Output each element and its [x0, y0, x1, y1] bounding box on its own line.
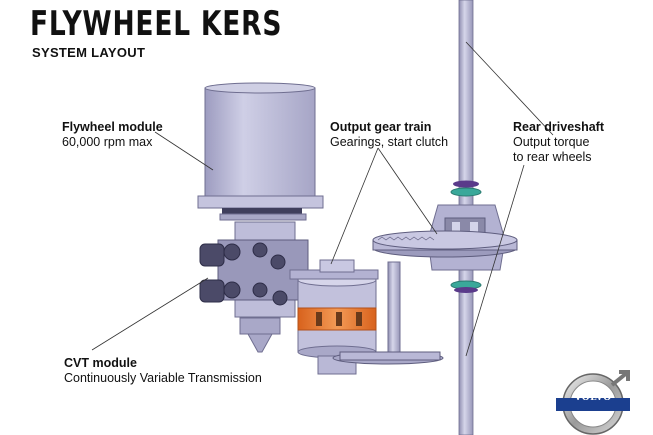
driveshaft-heading: Rear driveshaft	[513, 120, 605, 134]
output-gear-leader-2	[377, 147, 438, 235]
cvt-rollers	[199, 242, 288, 306]
output-gear-heading: Output gear train	[330, 120, 432, 134]
flywheel-callout: Flywheel module 60,000 rpm max	[62, 120, 163, 150]
page-title: FLYWHEEL KERS	[30, 4, 283, 44]
output-gear-callout: Output gear train Gearings, start clutch	[330, 120, 448, 150]
output-gear-leader-1	[330, 147, 379, 265]
flywheel-heading: Flywheel module	[62, 120, 163, 134]
cvt-callout: CVT module Continuously Variable Transmi…	[64, 356, 262, 386]
seal-purple-bottom	[454, 287, 478, 293]
cvt-module	[199, 221, 309, 353]
flywheel-leader	[154, 131, 214, 171]
seal-purple-top	[453, 180, 479, 188]
flywheel-detail: 60,000 rpm max	[62, 135, 153, 149]
output-gear-detail: Gearings, start clutch	[330, 135, 449, 149]
leader-lines	[91, 41, 554, 357]
driveshaft-callout: Rear driveshaft Output torque to rear wh…	[513, 120, 604, 165]
page-subtitle: SYSTEM LAYOUT	[32, 45, 146, 60]
seal-green-top	[450, 187, 482, 197]
cvt-leader	[91, 277, 209, 351]
driveshaft-detail-1: Output torque	[513, 135, 590, 149]
driveshaft-leader-2	[465, 164, 525, 357]
cvt-heading: CVT module	[64, 356, 137, 370]
volvo-logo	[556, 370, 630, 435]
flywheel-module	[197, 82, 324, 221]
cvt-detail: Continuously Variable Transmission	[64, 371, 262, 385]
driveshaft-detail-2: to rear wheels	[513, 150, 592, 164]
output-gear-train	[289, 259, 444, 375]
driveshaft-leader-1	[465, 41, 554, 136]
ring-gear	[372, 230, 518, 258]
volvo-wordmark: VOLVO	[574, 393, 612, 403]
